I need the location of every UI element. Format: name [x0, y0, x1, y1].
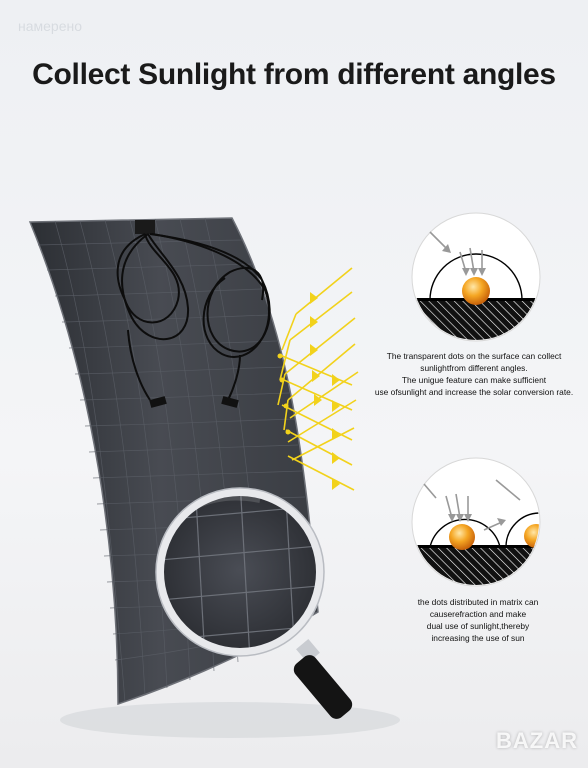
- connector-right: [221, 396, 239, 408]
- page-title: Collect Sunlight from different angles: [32, 58, 556, 91]
- junction-box: [135, 220, 155, 234]
- caption-line: use ofsunlight and increase the solar co…: [374, 387, 574, 397]
- sun-rays: [277, 267, 359, 491]
- top-watermark: намерено: [18, 18, 83, 34]
- caption-line: The transparent dots on the surface can …: [386, 351, 562, 361]
- caption-line: increasing the use of sun: [431, 633, 525, 643]
- caption-matrix-dots: the dots distributed in matrix can cause…: [398, 596, 558, 644]
- caption-line: causerefraction and make: [429, 609, 527, 619]
- diagram-matrix-dots: [411, 457, 541, 587]
- caption-line: dual use of sunlight,thereby: [426, 621, 530, 631]
- magnifier: [155, 487, 353, 719]
- bazar-watermark: BAZAR: [496, 728, 578, 753]
- caption-transparent-dots: The transparent dots on the surface can …: [362, 350, 586, 398]
- panel-shadow: [60, 702, 400, 738]
- ray-points: [277, 353, 291, 435]
- caption-line: sunlightfrom different angles.: [420, 363, 528, 373]
- diagram-single-dot: [411, 212, 541, 342]
- cables: [116, 233, 271, 401]
- caption-line: The unigue feature can make sufficient: [401, 375, 547, 385]
- connector-left: [149, 396, 167, 408]
- caption-line: the dots distributed in matrix can: [417, 597, 539, 607]
- ray-arrowheads: [310, 292, 340, 490]
